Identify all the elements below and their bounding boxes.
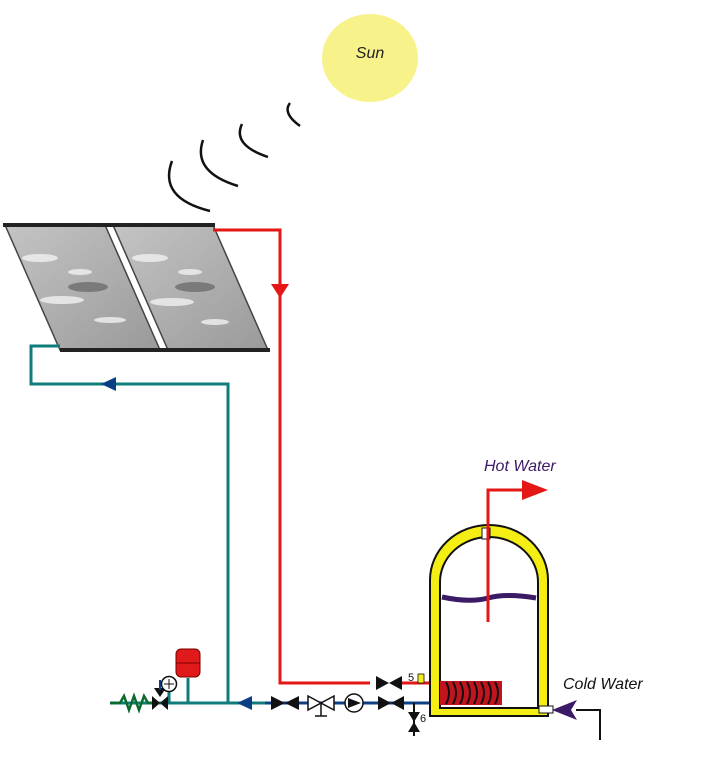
valve-5-label: 5: [408, 672, 414, 684]
check-valve: [307, 694, 335, 717]
return-pipe: [29, 344, 265, 705]
sun-rays-icon: [167, 102, 301, 213]
sun-icon: Sun: [322, 14, 418, 102]
return-valve-2: [378, 696, 404, 710]
drain-valve: [408, 703, 420, 736]
solar-panel-icon: [3, 223, 270, 352]
cold-water-label: Cold Water: [563, 676, 643, 693]
cold-water-inlet: [552, 700, 601, 740]
sun-label: Sun: [356, 45, 385, 62]
hot-flow-arrow: [271, 284, 289, 298]
coil-icon: [440, 681, 502, 705]
sun-disc: [322, 14, 418, 102]
pump-icon: [344, 693, 364, 713]
safety-valve-icon: [110, 680, 168, 714]
hot-water-outlet: [486, 480, 548, 622]
supply-valve: [376, 676, 402, 690]
expansion-vessel-icon: [175, 648, 201, 678]
return-flow-arrow: [101, 377, 116, 391]
return-flow-arrow-bottom: [237, 696, 252, 710]
valve-6-label: 6: [420, 713, 426, 725]
sensor-5: [417, 673, 425, 684]
hot-water-label: Hot Water: [484, 458, 556, 475]
return-valve-1: [271, 696, 299, 710]
pressure-gauge-icon: [160, 675, 178, 693]
hot-supply-pipe: [213, 228, 440, 685]
